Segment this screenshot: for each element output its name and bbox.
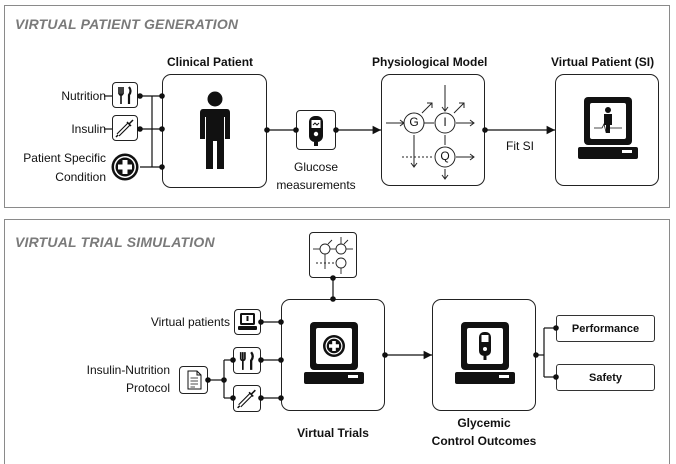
glucose-label: Glucose <box>293 160 339 174</box>
virtual-patient-box <box>555 74 659 186</box>
model-diagram <box>386 85 475 180</box>
node-q: Q <box>440 149 450 163</box>
utensils-icon <box>112 82 138 108</box>
virtual-patient-title: Virtual Patient (SI) <box>551 55 655 69</box>
safety-box: Safety <box>556 364 655 391</box>
panel-title: VIRTUAL PATIENT GENERATION <box>15 16 239 32</box>
nutrition-label: Nutrition <box>61 89 106 103</box>
utensils-icon <box>233 347 261 374</box>
medical-cross-icon <box>110 152 140 182</box>
virtual-trials-box <box>281 299 385 411</box>
patient-specific-label: Patient Specific <box>23 151 106 165</box>
glucometer-icon <box>296 110 336 150</box>
glycemic-label: Glycemic <box>457 416 511 430</box>
node-g: G <box>409 115 419 129</box>
virtual-patient-computer-icon <box>234 309 261 335</box>
glycemic-outcomes-box <box>432 299 536 411</box>
virtual-patients-label: Virtual patients <box>150 315 230 329</box>
model-diagram-icon <box>309 232 357 278</box>
computer-icon <box>578 97 638 159</box>
insulin-label: Insulin <box>71 122 106 136</box>
virtual-trials-label: Virtual Trials <box>297 426 369 440</box>
fit-si-label: Fit SI <box>506 139 535 153</box>
performance-box: Performance <box>556 315 655 342</box>
clinical-patient-box <box>162 74 267 188</box>
measurements-label: measurements <box>276 178 356 192</box>
protocol-label: Protocol <box>125 381 170 395</box>
outcome-computer-icon <box>455 322 515 384</box>
physiological-model-box: G I Q <box>381 74 485 186</box>
physiological-model-title: Physiological Model <box>372 55 488 69</box>
insulin-nutrition-label: Insulin-Nutrition <box>86 363 170 377</box>
control-outcomes-label: Control Outcomes <box>431 434 537 448</box>
syringe-icon <box>233 385 261 412</box>
panel-title: VIRTUAL TRIAL SIMULATION <box>15 234 215 250</box>
node-i: I <box>443 115 447 129</box>
document-icon <box>179 366 208 394</box>
syringe-icon <box>112 115 138 141</box>
trial-computer-icon <box>304 322 364 384</box>
person-icon <box>200 91 230 169</box>
clinical-patient-title: Clinical Patient <box>167 55 254 69</box>
condition-label: Condition <box>55 170 106 184</box>
